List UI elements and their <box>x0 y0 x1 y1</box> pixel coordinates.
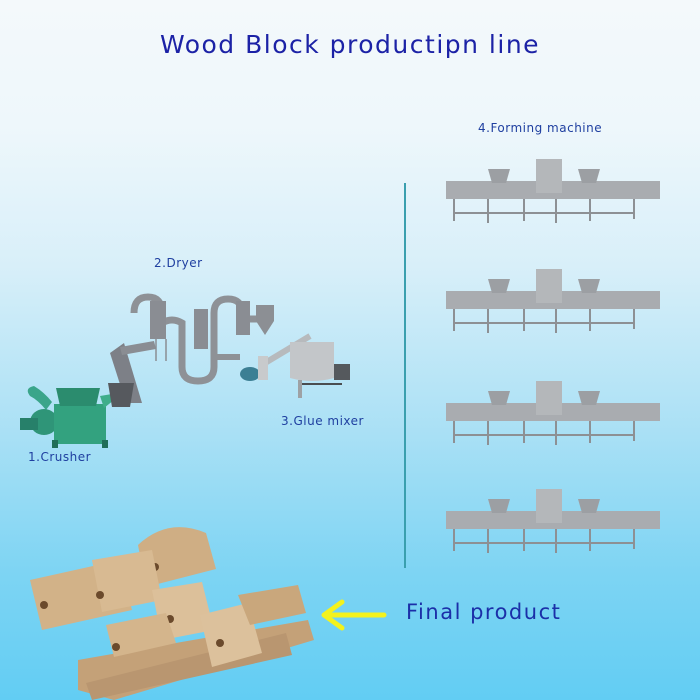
wood-block <box>106 613 176 657</box>
dryer-cyclone-cone <box>256 305 274 335</box>
dryer-illustration <box>108 293 274 407</box>
forming-machine-3 <box>446 381 660 445</box>
conveyor-motor <box>240 367 260 381</box>
wood-block <box>238 585 306 625</box>
mixer-motor <box>334 364 350 380</box>
dryer-cyclone-3 <box>236 301 250 335</box>
left-arrow-icon <box>321 599 387 631</box>
dryer-conveyor <box>110 343 142 403</box>
forming-machine-4 <box>446 489 660 553</box>
crusher-blower-duct <box>27 386 52 410</box>
section-divider <box>404 183 406 568</box>
wood-blocks-illustration <box>30 527 314 700</box>
crusher-label: 1.Crusher <box>28 450 92 464</box>
dryer-cyclone-2 <box>194 309 208 349</box>
glue-mixer-illustration <box>240 333 350 398</box>
wood-block <box>200 603 262 667</box>
wood-block <box>92 550 162 612</box>
wood-block <box>138 527 216 587</box>
glue-mixer-label: 3.Glue mixer <box>281 414 364 428</box>
forming-machine-label: 4.Forming machine <box>478 121 603 135</box>
final-product-label: Final product <box>406 600 562 624</box>
mixer-tank <box>290 342 334 381</box>
forming-machine-2 <box>446 269 660 333</box>
crusher-illustration <box>20 386 124 448</box>
dryer-cyclone-1 <box>150 301 166 339</box>
forming-machine-1 <box>446 159 660 223</box>
dryer-pipe <box>130 293 266 385</box>
page-title: Wood Block productipn line <box>159 30 541 59</box>
screw-conveyor <box>258 333 312 369</box>
crusher-motor <box>20 418 38 430</box>
crusher-body <box>54 404 106 444</box>
crusher-hopper <box>56 388 100 406</box>
dryer-label: 2.Dryer <box>154 256 203 270</box>
